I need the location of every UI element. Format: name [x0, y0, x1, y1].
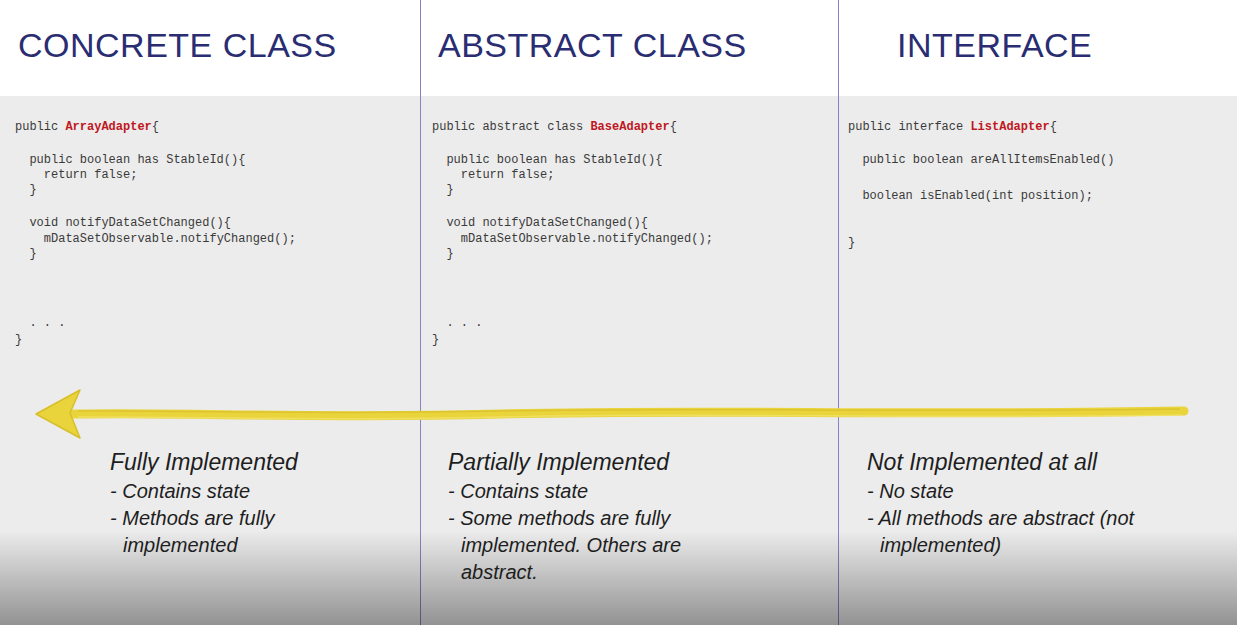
- code-line: }: [15, 333, 22, 347]
- note-title: Partially Implemented: [448, 446, 710, 478]
- note-title: Not Implemented at all: [867, 446, 1139, 478]
- code-line: mDataSetObservable.notifyChanged();: [461, 232, 713, 246]
- code-panel: public abstract class BaseAdapter{ public …: [421, 96, 838, 625]
- code-line: public boolean has StableId(){: [29, 153, 245, 167]
- column-divider: [420, 0, 421, 625]
- arrow-shaft: [74, 411, 1184, 416]
- code-panel: public interface ListAdapter{ public boole…: [839, 96, 1237, 625]
- code-panel: public ArrayAdapter{ public boolean has St…: [0, 96, 420, 625]
- code-line: return false;: [44, 168, 138, 182]
- code-line: }: [29, 183, 36, 197]
- code-line: void notifyDataSetChanged(){: [446, 216, 648, 230]
- class-name: BaseAdapter: [590, 120, 669, 134]
- code-line: }: [432, 333, 439, 347]
- code-line: return false;: [461, 168, 555, 182]
- code-keyword: {: [1050, 120, 1057, 134]
- arrow-texture: [78, 409, 1180, 413]
- code-line: . . .: [446, 316, 482, 330]
- note-title: Fully Implemented: [110, 446, 340, 478]
- code-keyword: public: [15, 120, 58, 134]
- code-line: }: [848, 236, 855, 250]
- note-bullet: - Contains state: [448, 478, 710, 505]
- note-bullet: - Methods are fully implemented: [110, 505, 340, 559]
- note-bullet: - All methods are abstract (not implemen…: [867, 505, 1139, 559]
- code-keyword: {: [670, 120, 677, 134]
- note-bullet: - Some methods are fully implemented. Ot…: [448, 505, 710, 586]
- column-divider: [838, 0, 839, 625]
- yellow-arrow: [36, 390, 1184, 438]
- code-line: }: [446, 183, 453, 197]
- code-line: public boolean has StableId(){: [446, 153, 662, 167]
- note-bullet: - Contains state: [110, 478, 340, 505]
- code-line: . . .: [29, 316, 65, 330]
- bottom-shade: [0, 530, 1237, 625]
- arrow-head: [36, 390, 80, 438]
- code-line: }: [29, 247, 36, 261]
- note-bullet: - No state: [867, 478, 1139, 505]
- code-line: public boolean areAllItemsEnabled(): [862, 153, 1114, 167]
- class-name: ListAdapter: [970, 120, 1049, 134]
- code-keyword: {: [152, 120, 159, 134]
- code-line: boolean isEnabled(int position);: [862, 189, 1092, 203]
- arrow-texture: [78, 415, 1182, 419]
- column-heading: CONCRETE CLASS: [18, 26, 337, 64]
- code-keyword: public abstract class: [432, 120, 583, 134]
- column-heading: ABSTRACT CLASS: [438, 26, 747, 64]
- code-line: }: [446, 247, 453, 261]
- code-line: mDataSetObservable.notifyChanged();: [44, 232, 296, 246]
- class-name: ArrayAdapter: [65, 120, 151, 134]
- code-line: void notifyDataSetChanged(){: [29, 216, 231, 230]
- code-keyword: public interface: [848, 120, 963, 134]
- column-heading: INTERFACE: [897, 26, 1092, 64]
